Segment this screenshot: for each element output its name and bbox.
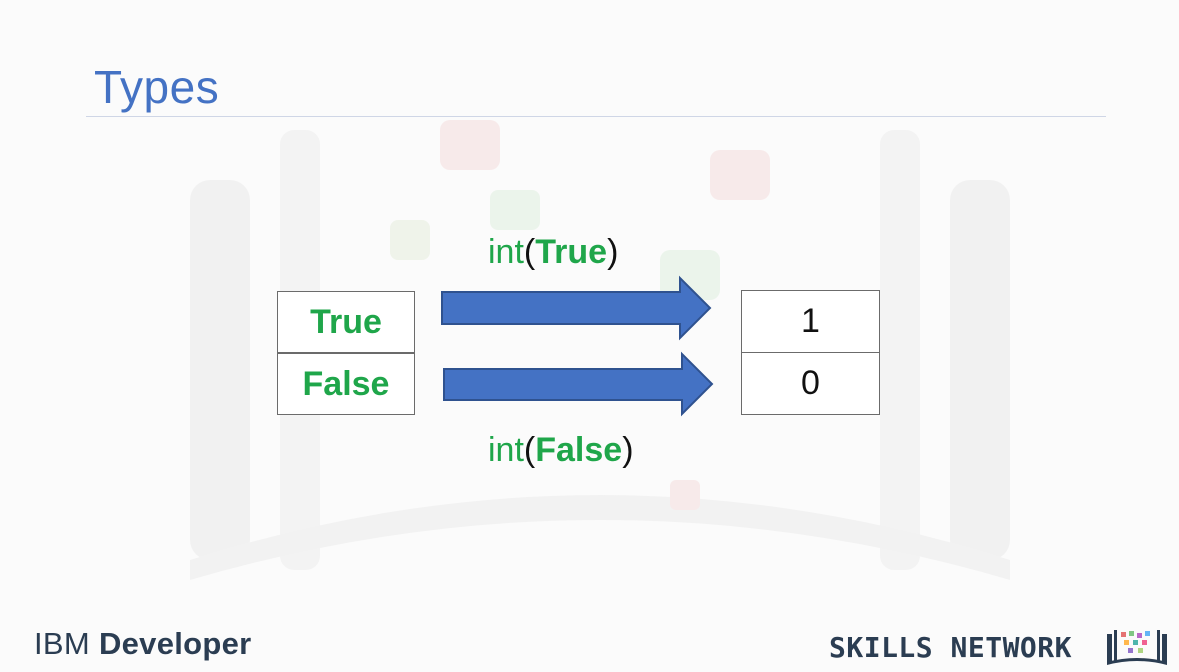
- int-true-label: int(True): [488, 233, 618, 272]
- title-divider: [86, 116, 1106, 117]
- int-false-open-paren: (: [523, 431, 536, 469]
- int-true-arg: True: [535, 233, 608, 271]
- int-false-label: int(False): [488, 431, 634, 470]
- one-cell: 1: [741, 290, 880, 353]
- conversion-arrows: [441, 275, 714, 417]
- skills-network-label: SKILLS NETWORK: [829, 631, 1073, 664]
- true-to-one-arrow: [441, 275, 712, 341]
- int-true-close-paren: ): [607, 233, 619, 271]
- false-cell: False: [277, 353, 415, 415]
- int-true-open-paren: (: [523, 233, 536, 271]
- int-false-close-paren: ): [622, 431, 634, 469]
- zero-cell: 0: [741, 352, 880, 415]
- int-false-arg: False: [535, 431, 623, 469]
- int-true-func: int: [488, 233, 524, 271]
- ibm-brand-text: IBM: [34, 626, 91, 661]
- true-cell: True: [277, 291, 415, 353]
- int-false-func: int: [488, 431, 524, 469]
- ibm-developer-logo: IBM Developer: [34, 626, 252, 662]
- slide-title: Types: [94, 61, 220, 113]
- false-to-zero-arrow: [443, 351, 714, 417]
- skills-network-book-icon: [1107, 630, 1167, 665]
- developer-brand-text: Developer: [98, 626, 252, 661]
